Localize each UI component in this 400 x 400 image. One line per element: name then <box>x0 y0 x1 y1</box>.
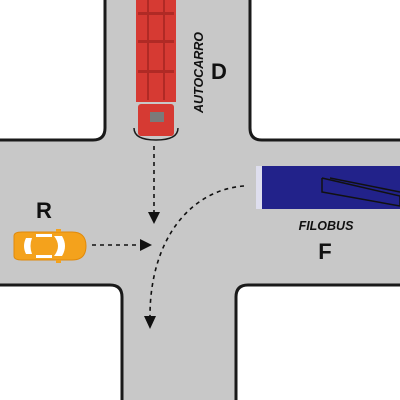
trolleybus-left-turn-arrow <box>149 185 245 317</box>
car-letter-label: R <box>36 198 52 223</box>
car-side-window <box>36 255 52 258</box>
car-side-window <box>36 234 52 237</box>
sidewalk-top-right <box>248 0 400 142</box>
truck-vehicle <box>133 0 179 141</box>
truck-name-label: AUTOCARRO <box>192 32 206 114</box>
trolleybus-vehicle <box>256 166 400 209</box>
truck-trailer-rib <box>138 70 174 73</box>
truck-trailer <box>136 0 176 102</box>
truck-arrowhead <box>148 212 160 224</box>
car-body <box>13 231 87 261</box>
car-mirror <box>56 229 61 232</box>
trolleybus-name-label: FILOBUS <box>299 219 355 233</box>
sidewalk-bottom-left <box>0 283 124 400</box>
car-rear-window <box>24 238 32 254</box>
truck-cab-roof <box>150 112 164 122</box>
movement-arrows <box>92 146 245 329</box>
trolleybus-trolley-poles <box>321 177 400 207</box>
trolleybus-arrowhead <box>144 316 156 329</box>
car-windshield <box>54 236 65 256</box>
truck-trailer-rib <box>138 12 174 15</box>
truck-letter-label: D <box>211 59 227 84</box>
trolleybus-trolley-poles <box>329 177 400 193</box>
trolleybus-front-stripe <box>256 166 262 209</box>
car-vehicle <box>13 229 87 263</box>
car-arrowhead <box>140 239 152 251</box>
truck-trailer-rib <box>138 40 174 43</box>
trolleybus-letter-label: F <box>318 239 331 264</box>
sidewalk-bottom-right <box>234 283 400 400</box>
truck-bumper <box>133 127 179 141</box>
car-mirror <box>56 260 61 263</box>
sidewalk-top-left <box>0 0 107 142</box>
